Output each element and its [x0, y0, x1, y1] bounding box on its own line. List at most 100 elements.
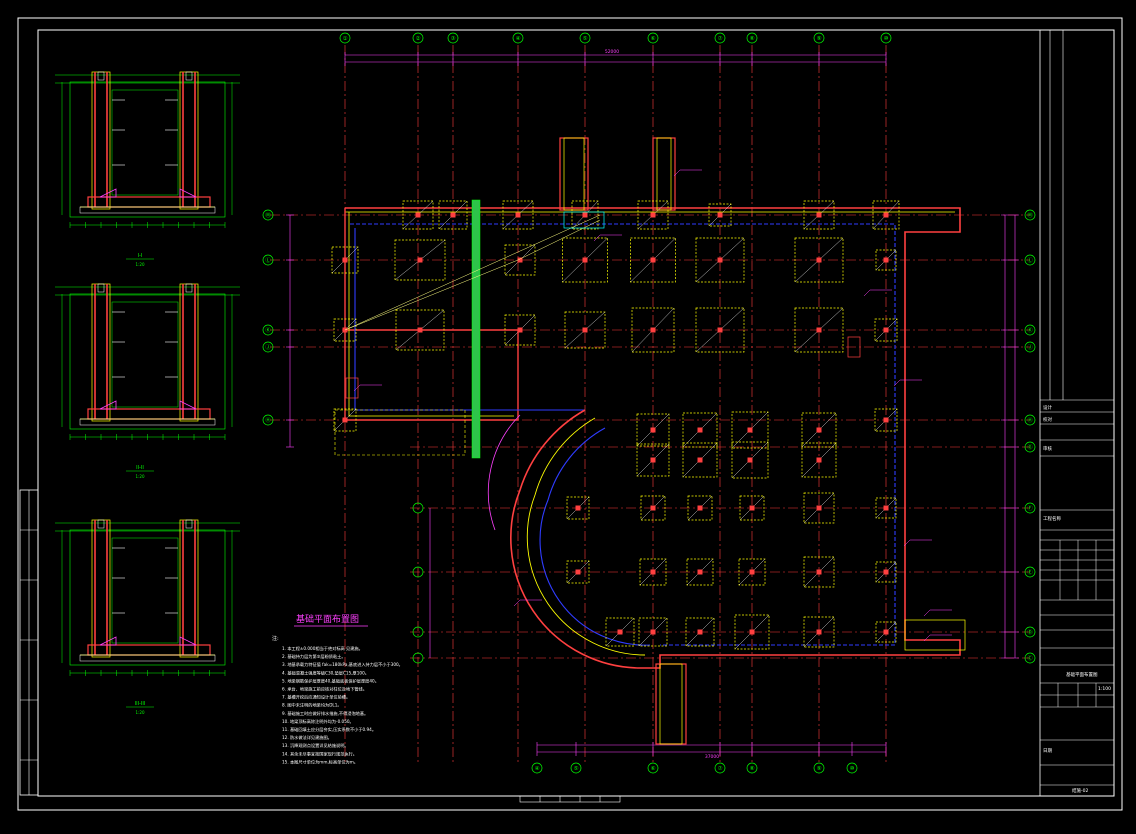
footing	[875, 621, 897, 643]
bottom-ruler	[519, 795, 621, 803]
grid-bubble-left	[412, 652, 424, 664]
section-title: I-I	[138, 253, 143, 259]
leader-line	[923, 634, 931, 642]
footing	[685, 617, 715, 647]
note-line: 11. 基础回填土应分层夯实,压实系数不小于0.94。	[282, 726, 376, 733]
section-detail: III-III 1:20	[55, 519, 240, 715]
footing	[874, 318, 898, 342]
binding-strip	[19, 489, 39, 796]
shaft-wall	[563, 137, 585, 211]
section-scale: 1:20	[136, 710, 145, 715]
footing	[504, 314, 536, 346]
footing	[875, 497, 897, 519]
section-haunch	[99, 400, 117, 410]
section-cushion	[79, 418, 216, 426]
note-line: 1. 本工程±0.000相当于绝对标高 见建施。	[282, 645, 363, 652]
note-line: 8. 图中未注明的地梁均为DL1。	[282, 702, 342, 709]
footing	[566, 560, 590, 584]
overall-dim-top: 52000	[605, 49, 619, 55]
foundation-beam-outer	[345, 207, 961, 669]
column	[747, 457, 753, 463]
grid-label-right: Ⓜ	[1027, 211, 1033, 219]
footing	[402, 200, 434, 230]
note-line: 9. 基础施工时应做好排水措施,不得浸泡地基。	[282, 710, 368, 717]
footing	[875, 249, 897, 271]
tb-date: 日期	[1043, 748, 1052, 754]
curved-blue-line	[539, 427, 651, 646]
grid-bubble-right	[1024, 254, 1036, 266]
footing	[803, 616, 835, 648]
grid-label-top: ①	[343, 36, 348, 42]
footing	[638, 617, 668, 647]
section-title: III-III	[135, 701, 146, 707]
blue-dashed-outline	[350, 223, 896, 646]
note-line: 4. 基础混凝土强度等级C30,垫层C15,厚100。	[282, 669, 369, 676]
grid-label-right: Ⓚ	[1027, 326, 1033, 334]
column	[417, 257, 423, 263]
grid-bubble-left	[262, 324, 274, 336]
column	[650, 457, 656, 463]
tb-drawing-no: 结施-02	[1072, 787, 1088, 794]
footing	[686, 558, 714, 586]
grid-label-top: ⑥	[651, 36, 656, 42]
grid-label-right: Ⓛ	[1027, 256, 1033, 264]
column	[342, 417, 348, 423]
grid-label-left: Ⓛ	[265, 256, 271, 264]
grid-bubble-top	[746, 32, 758, 44]
footing	[708, 203, 732, 227]
footing	[564, 311, 606, 349]
column	[342, 257, 348, 263]
grid-bubble-right	[1024, 414, 1036, 426]
column	[697, 457, 703, 463]
grid-label-bottom: ⑧	[750, 766, 755, 772]
note-line: 7. 基槽开挖后应通知设计单位验槽。	[282, 694, 350, 701]
note-line: 15. 本图尺寸单位为mm,标高单位为m。	[282, 758, 358, 765]
footing	[637, 200, 669, 230]
reference-line	[517, 219, 601, 261]
footing	[504, 244, 536, 276]
section-envelope	[69, 529, 226, 666]
column	[717, 327, 723, 333]
tb-design-label: 设计	[1043, 404, 1052, 411]
column	[650, 427, 656, 433]
grid-label-top: ③	[451, 36, 456, 42]
section-haunch	[99, 636, 117, 646]
grid-bubble-top	[579, 32, 591, 44]
leader-line	[863, 289, 871, 297]
tb-scale: 1:100	[1098, 686, 1111, 692]
grid-bubble-top	[880, 32, 892, 44]
footing	[803, 492, 835, 524]
footing	[571, 200, 599, 230]
grid-bubble-bottom	[570, 762, 582, 774]
section-cushion	[79, 206, 216, 214]
column	[749, 505, 755, 511]
footing	[872, 200, 900, 230]
leader-line	[903, 539, 911, 547]
footing	[875, 561, 897, 583]
note-line: 2. 基础持力层为第③层粉质粘土。	[282, 653, 346, 660]
grid-label-right: Ⓗ	[1027, 416, 1033, 424]
section-haunch	[179, 636, 197, 646]
curved-wall	[526, 417, 646, 656]
note-line: 14. 其余未尽事宜按国家现行规范执行。	[282, 750, 357, 757]
grid-label-top: ⑩	[884, 35, 889, 42]
section-inner	[111, 89, 179, 196]
section-wall-cap	[97, 71, 105, 81]
grid-label-right: Ⓓ	[1027, 628, 1033, 636]
curved-beam-outer	[510, 409, 641, 669]
grid-bubble-bottom	[813, 762, 825, 774]
blue-outline	[354, 228, 585, 411]
section-wall-cap	[97, 519, 105, 529]
column	[697, 505, 703, 511]
footing	[562, 237, 608, 283]
grid-label-bottom: ⑨	[817, 765, 822, 772]
grid-bubble-right	[1024, 341, 1036, 353]
column	[650, 212, 656, 218]
foundation-beam-west	[344, 208, 519, 421]
grid-bubble-left	[412, 626, 424, 638]
grid-bubble-right	[1024, 566, 1036, 578]
